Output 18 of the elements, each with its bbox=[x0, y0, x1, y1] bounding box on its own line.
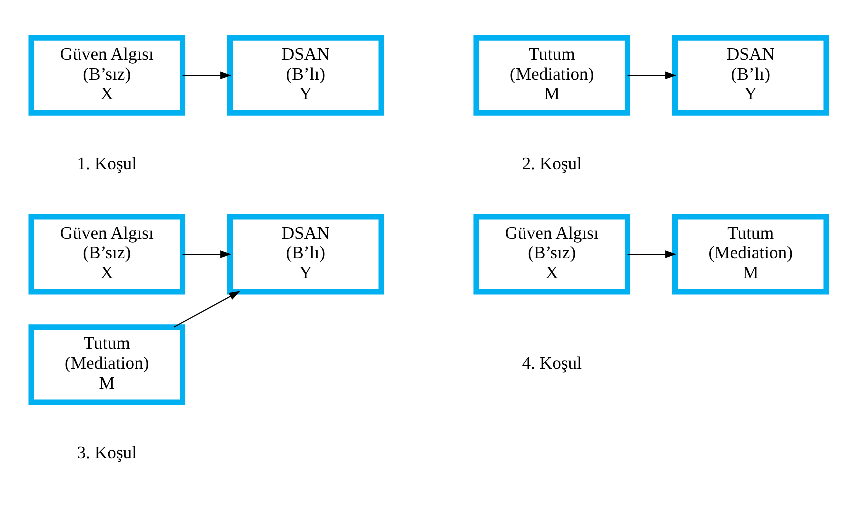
node-box: Güven Algısı (B’sız) X bbox=[28, 34, 186, 116]
node-box: Tutum (Mediation) M bbox=[672, 214, 830, 294]
node-box: DSAN (B’lı) Y bbox=[672, 34, 830, 116]
label: 4. Koşul bbox=[522, 352, 582, 373]
label: 2. Koşul bbox=[522, 152, 582, 173]
label: 1. Koşul bbox=[77, 152, 138, 173]
arrow bbox=[182, 250, 232, 258]
node-box: Tutum (Mediation) M bbox=[474, 34, 630, 116]
arrow bbox=[182, 71, 232, 79]
arrow bbox=[628, 250, 677, 258]
label: 3. Koşul bbox=[77, 442, 138, 462]
node-box: Güven Algısı (B’sız) X bbox=[28, 214, 186, 294]
arrow bbox=[628, 71, 677, 79]
node-box: Güven Algısı (B’sız) X bbox=[474, 214, 630, 294]
node-box: Tutum (Mediation) M bbox=[28, 324, 186, 405]
node-box: DSAN (B’lı) Y bbox=[228, 214, 384, 294]
arrow bbox=[174, 290, 240, 328]
node-box: DSAN (B’lı) Y bbox=[228, 34, 384, 116]
